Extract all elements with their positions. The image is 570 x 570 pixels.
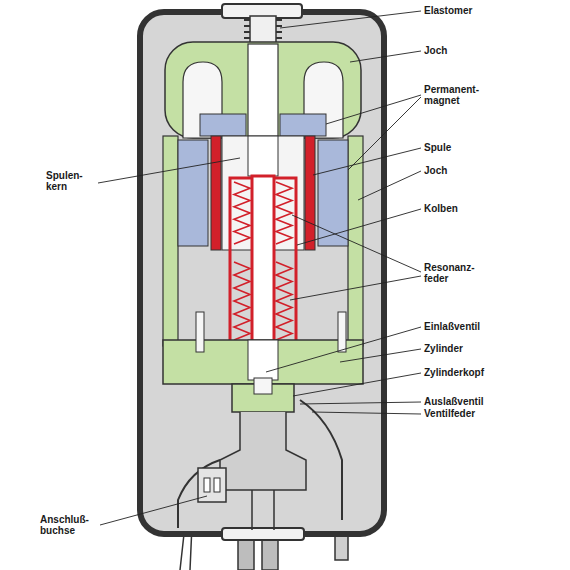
part-label: Spulen- kern [46, 170, 96, 192]
part-label: Einlaßventil [424, 321, 480, 332]
part-label: Joch [424, 165, 447, 176]
part-label: Zylinderkopf [424, 367, 484, 378]
spring-coil [276, 182, 292, 244]
part-label: Resonanz- feder [424, 262, 482, 284]
part-label: Zylinder [424, 343, 463, 354]
part-label: Elastomer [424, 5, 472, 16]
spring-coil [234, 182, 250, 244]
part-label: Spule [424, 142, 451, 153]
leader-lines [98, 11, 421, 525]
part-label: Anschluß- buchse [40, 514, 98, 536]
part-label: Joch [424, 45, 447, 56]
spring-coil [276, 262, 292, 340]
part-label: Permanent- magnet [424, 84, 484, 106]
spring-coil [234, 262, 250, 340]
part-label: Ventilfeder [424, 408, 475, 419]
part-label: Kolben [424, 203, 458, 214]
part-label: Auslaßventil [424, 396, 483, 407]
